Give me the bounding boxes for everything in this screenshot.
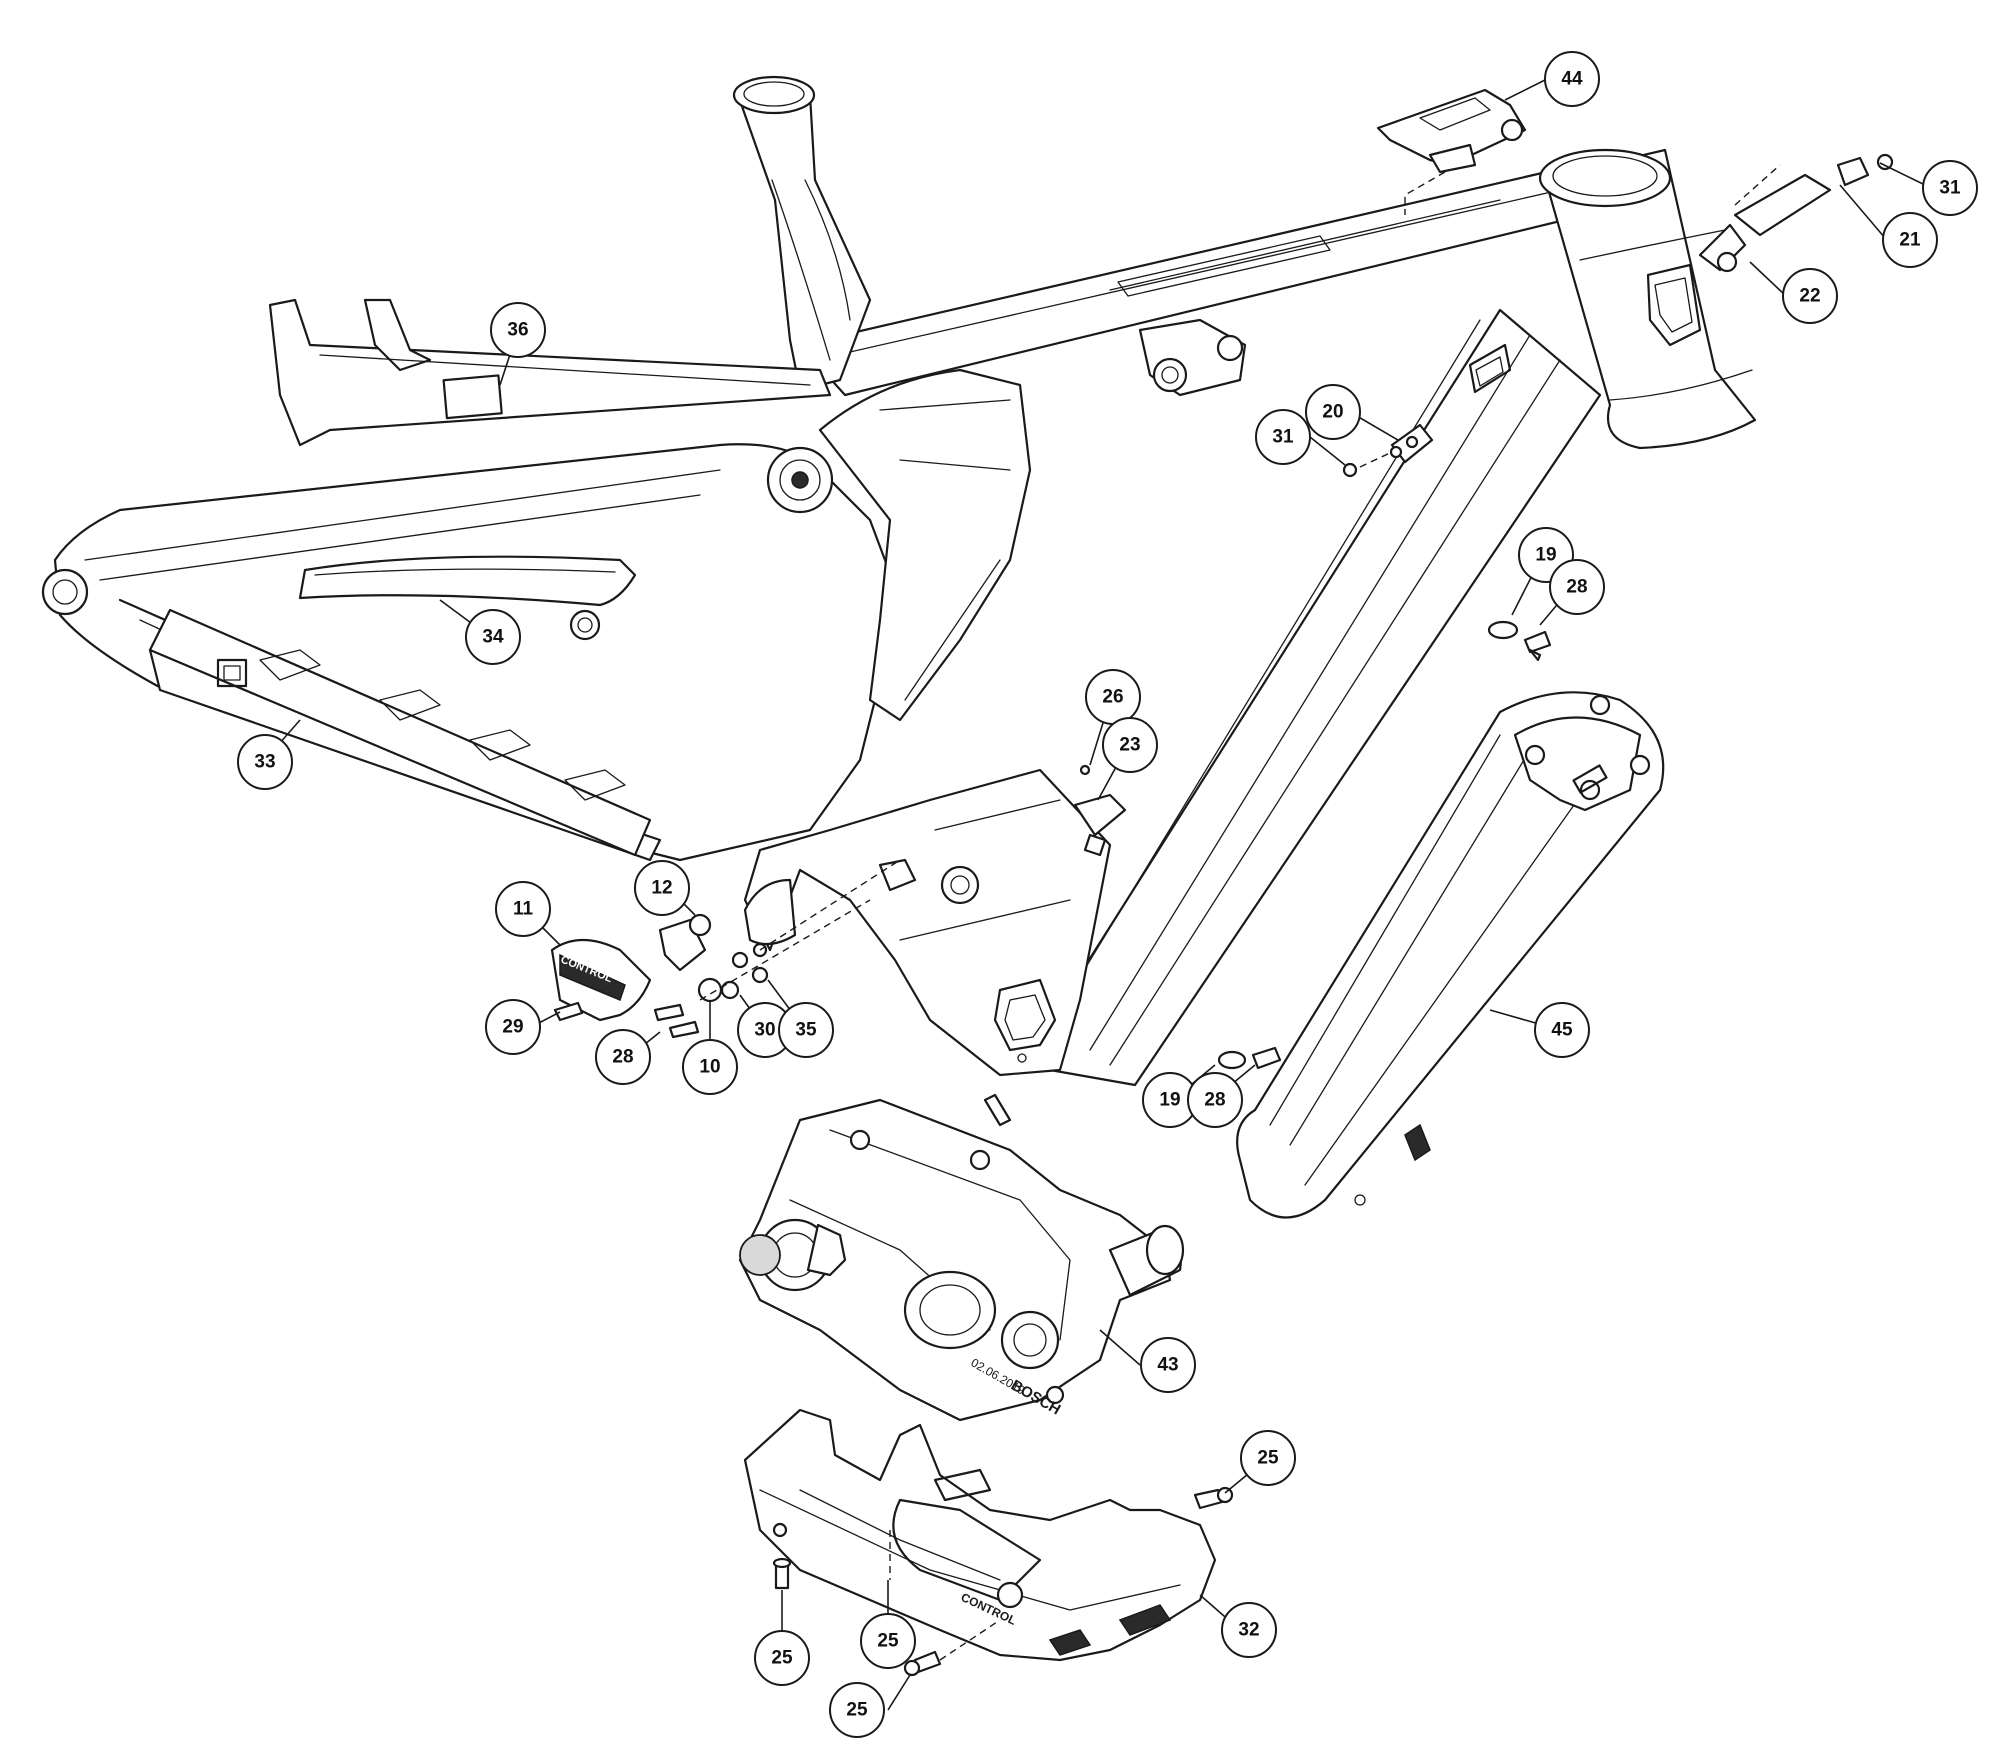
callout-11: 11 bbox=[495, 881, 551, 937]
svg-text:20: 20 bbox=[1322, 402, 1343, 423]
callout-21: 21 bbox=[1882, 212, 1938, 268]
seatstay-guard bbox=[298, 555, 637, 607]
cable-port-cover bbox=[1376, 88, 1527, 215]
chain-guide-parts bbox=[550, 859, 901, 1039]
callout-32: 32 bbox=[1221, 1602, 1277, 1658]
svg-text:25: 25 bbox=[1257, 1448, 1279, 1469]
motor-mount bbox=[743, 768, 1112, 1077]
svg-text:12: 12 bbox=[651, 878, 672, 899]
callout-26: 26 bbox=[1085, 669, 1141, 725]
callout-29: 29 bbox=[485, 999, 541, 1055]
callout-36: 36 bbox=[490, 302, 546, 358]
callout-19-lower: 19 bbox=[1142, 1072, 1198, 1128]
svg-text:29: 29 bbox=[502, 1017, 523, 1038]
callout-25-center: 25 bbox=[860, 1613, 916, 1669]
svg-text:23: 23 bbox=[1119, 735, 1140, 756]
callout-43: 43 bbox=[1140, 1337, 1196, 1393]
seat-tube bbox=[732, 75, 872, 392]
callout-25-left: 25 bbox=[754, 1630, 810, 1686]
svg-text:26: 26 bbox=[1102, 687, 1123, 708]
svg-text:30: 30 bbox=[754, 1020, 775, 1041]
svg-text:32: 32 bbox=[1238, 1620, 1259, 1641]
svg-text:44: 44 bbox=[1561, 69, 1583, 90]
callout-31-headset: 31 bbox=[1922, 160, 1978, 216]
down-tube bbox=[1048, 308, 1602, 1087]
callout-31-downtube: 31 bbox=[1255, 409, 1311, 465]
svg-text:28: 28 bbox=[1566, 577, 1587, 598]
svg-text:28: 28 bbox=[612, 1047, 633, 1068]
svg-text:22: 22 bbox=[1799, 286, 1820, 307]
callout-22: 22 bbox=[1782, 268, 1838, 324]
svg-text:25: 25 bbox=[846, 1700, 868, 1721]
svg-text:31: 31 bbox=[1939, 178, 1961, 199]
callout-28-upper: 28 bbox=[1549, 559, 1605, 615]
battery-mount-screws bbox=[1217, 620, 1552, 1070]
down-tube-bolt bbox=[1342, 423, 1434, 478]
skid-plate bbox=[743, 1408, 1217, 1662]
svg-text:43: 43 bbox=[1157, 1355, 1178, 1376]
chainstay-protector bbox=[148, 608, 652, 857]
svg-text:19: 19 bbox=[1159, 1090, 1180, 1111]
seatstay bbox=[268, 298, 832, 641]
svg-text:31: 31 bbox=[1272, 427, 1294, 448]
svg-text:11: 11 bbox=[513, 899, 534, 920]
callout-23: 23 bbox=[1102, 717, 1158, 773]
skid-plate-bolts bbox=[772, 1486, 1234, 1677]
svg-text:35: 35 bbox=[795, 1020, 817, 1041]
svg-text:28: 28 bbox=[1204, 1090, 1225, 1111]
callout-28-lower: 28 bbox=[1187, 1072, 1243, 1128]
svg-text:34: 34 bbox=[482, 627, 504, 648]
headset-bolt bbox=[1698, 153, 1894, 273]
rocker-link bbox=[818, 318, 1247, 722]
callout-28-chainguide: 28 bbox=[595, 1029, 651, 1085]
svg-text:25: 25 bbox=[877, 1631, 899, 1652]
callout-25-bottom: 25 bbox=[829, 1682, 885, 1738]
callout-25-right: 25 bbox=[1240, 1430, 1296, 1486]
svg-text:21: 21 bbox=[1899, 230, 1921, 251]
svg-text:33: 33 bbox=[254, 752, 275, 773]
callout-12: 12 bbox=[634, 860, 690, 916]
callout-20: 20 bbox=[1305, 384, 1361, 440]
cable-guide bbox=[1073, 764, 1127, 857]
svg-text:10: 10 bbox=[699, 1057, 720, 1078]
svg-text:19: 19 bbox=[1535, 545, 1556, 566]
battery bbox=[1236, 691, 1665, 1219]
callout-33: 33 bbox=[237, 734, 293, 790]
callout-34: 34 bbox=[465, 609, 521, 665]
svg-text:25: 25 bbox=[771, 1648, 793, 1669]
svg-text:36: 36 bbox=[507, 320, 528, 341]
drive-unit: BOSCH 02.06.2019 bbox=[738, 1093, 1185, 1422]
svg-text:45: 45 bbox=[1551, 1020, 1573, 1041]
callout-45: 45 bbox=[1534, 1002, 1590, 1058]
callout-35: 35 bbox=[778, 1002, 834, 1058]
callout-44: 44 bbox=[1544, 51, 1600, 107]
head-tube bbox=[1538, 148, 1757, 450]
callout-10: 10 bbox=[682, 1039, 738, 1095]
